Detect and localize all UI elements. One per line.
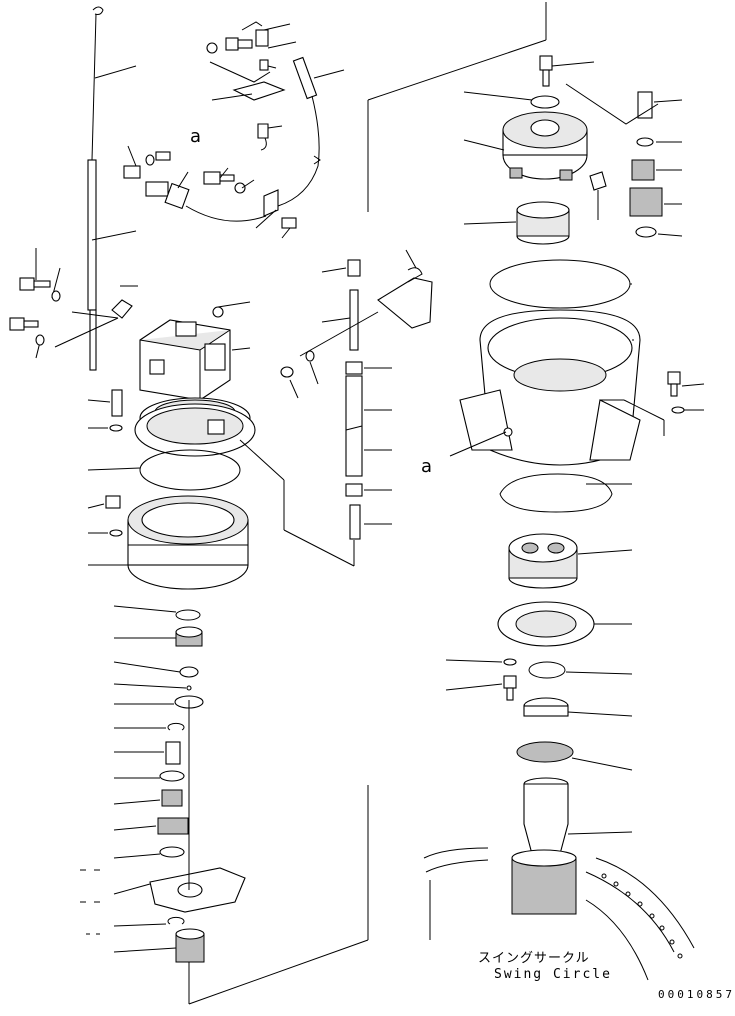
o-ring-1	[139, 449, 241, 491]
swing-circle-label-en: Swing Circle	[494, 967, 612, 982]
assembly-axis-lines	[188, 439, 369, 1005]
dipstick-bracket	[111, 285, 138, 319]
dipstick	[87, 6, 104, 371]
ring-gear	[127, 495, 249, 590]
swing-circle-label-jp: スイングサークル	[478, 951, 590, 966]
swing-circle-ring	[423, 847, 695, 981]
drawing-number: 00010857	[658, 988, 735, 1001]
hose-assembly	[206, 21, 345, 207]
upper-housing	[134, 403, 256, 457]
pipe-bracket	[280, 249, 433, 399]
leader-lines-left-stack	[80, 399, 187, 953]
fittings-centre	[123, 145, 297, 239]
bolt-group-left	[9, 277, 61, 346]
right-stack-parts	[445, 55, 705, 915]
left-stack-parts	[105, 389, 246, 963]
connector-top	[367, 2, 547, 212]
reference-letter-top: a	[190, 126, 202, 147]
lubrication-pipe	[321, 259, 392, 566]
reference-letter-housing: a	[421, 456, 433, 477]
